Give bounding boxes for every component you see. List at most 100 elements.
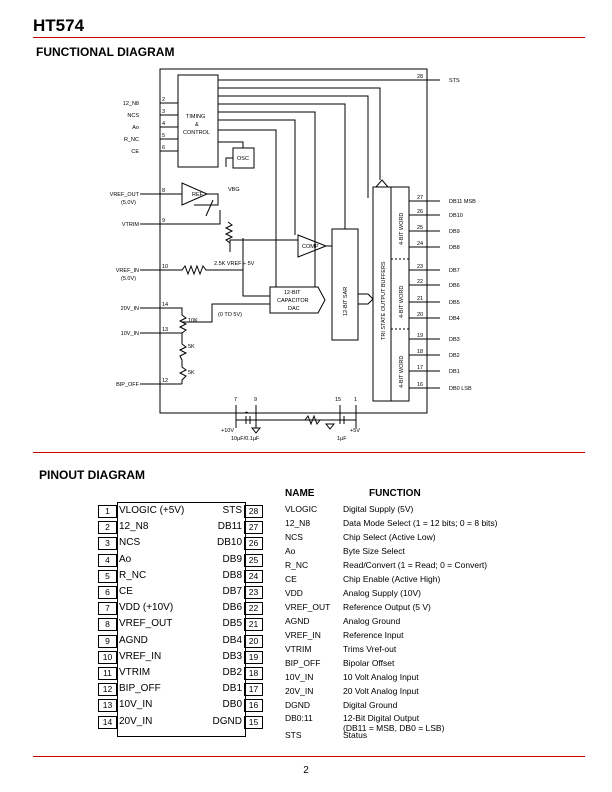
table-cell-function: Analog Supply (10V) <box>343 588 421 598</box>
pin-label-db1: DB1 <box>449 369 460 375</box>
pin-name-right: DB6 <box>222 602 242 614</box>
pin-num-7: 7 <box>234 397 237 403</box>
range-label: (0 TO 5V) <box>218 312 242 318</box>
table-cell-name: BIP_OFF <box>285 658 321 668</box>
pin-label-db2: DB2 <box>449 353 460 359</box>
timing-label-3: CONTROL <box>183 130 210 136</box>
chip-outline <box>159 68 428 414</box>
timing-control-block <box>177 74 219 168</box>
pin-name-right: DB0 <box>222 699 242 711</box>
label-plus-sign: + <box>245 410 248 416</box>
pin-label-db4: DB4 <box>449 316 460 322</box>
pin-num-22: 22 <box>417 279 423 285</box>
pin-label-db10: DB10 <box>449 213 463 219</box>
table-cell-name: AGND <box>285 616 310 626</box>
pin-label-ao: Ao <box>132 125 139 131</box>
pin-number-right: 18 <box>244 667 263 680</box>
table-cell-function: Digital Supply (5V) <box>343 504 413 514</box>
table-cell-name: STS <box>285 730 302 740</box>
pin-number-right: 15 <box>244 715 263 729</box>
table-cell-function: Data Mode Select (1 = 12 bits; 0 = 8 bit… <box>343 518 498 528</box>
table-cell-function: Read/Convert (1 = Read; 0 = Convert) <box>343 560 487 570</box>
pin-name-left: BIP_OFF <box>119 683 161 695</box>
label-cap2: 1µF <box>337 436 347 442</box>
word-label-3: 4-BIT WORD <box>399 356 405 388</box>
comp-label: COMP <box>302 244 319 250</box>
comparator <box>297 234 328 258</box>
pin-name-left: VLOGIC (+5V) <box>119 505 185 516</box>
timing-label-1: TIMING <box>186 114 205 120</box>
pin-num-1: 1 <box>354 397 357 403</box>
table-cell-function: Chip Enable (Active High) <box>343 574 440 584</box>
pin-number-right: 19 <box>244 650 263 664</box>
table-cell-function: Reference Input <box>343 630 403 640</box>
pin-name-left: 10V_IN <box>119 699 153 711</box>
vbg-label: VBG <box>228 187 240 193</box>
pin-label-bip-off: BIP_OFF <box>116 382 140 388</box>
table-cell-function: Analog Ground <box>343 616 400 626</box>
pin-name-left: R_NC <box>119 569 147 581</box>
pin-name-right: DB2 <box>222 667 242 678</box>
pin-label-ncs: NCS <box>127 113 139 119</box>
pin-label-db11: DB11 MSB <box>449 199 476 205</box>
pin-label-db5: DB5 <box>449 300 460 306</box>
osc-label: OSC <box>237 156 249 162</box>
table-cell-name: CE <box>285 574 297 584</box>
pin-label-db8: DB8 <box>449 245 460 251</box>
table-cell-function: 20 Volt Analog Input <box>343 686 419 696</box>
resistor-vref-label: 2.5K VREF ÷ 5V <box>214 261 255 267</box>
pin-label-vref-in: VREF_IN <box>116 268 139 274</box>
pin-number-right: 17 <box>244 683 263 697</box>
pin-name-right: DB11 <box>217 521 242 533</box>
pin-number-left: 9 <box>98 634 117 648</box>
pin-number-right: 16 <box>244 699 263 713</box>
function-text: Status <box>343 730 368 740</box>
document-title: HT574 <box>33 16 85 35</box>
table-cell-function: 12-Bit Digital Output(DB11 = MSB, DB0 = … <box>343 713 444 733</box>
pin-number-left: 13 <box>98 699 117 713</box>
pin-name-left: AGND <box>119 634 148 646</box>
pin-name-left: Ao <box>119 553 132 565</box>
pin-number-left: 1 <box>98 505 117 518</box>
pin-num-4: 4 <box>162 121 165 127</box>
table-cell-function: Trims Vref-out <box>343 644 396 654</box>
pin-number-right: 28 <box>244 505 263 518</box>
resistor-10k-label: 10K <box>188 318 198 324</box>
pin-num-19: 19 <box>417 333 423 339</box>
function-text: Byte Size Select <box>343 546 405 556</box>
pin-num-6: 6 <box>162 145 165 151</box>
label-cap1: 10µF/0.1µF <box>231 436 260 442</box>
pin-name-right: STS <box>222 505 242 516</box>
pin-label-db7: DB7 <box>449 268 460 274</box>
function-text: Read/Convert (1 = Read; 0 = Convert) <box>343 560 488 570</box>
pin-label-10v-in: 10V_IN <box>121 331 139 337</box>
pin-number-right: 26 <box>244 537 263 551</box>
pin-name-right: DB5 <box>222 618 242 630</box>
ic-package-outline <box>117 502 246 737</box>
pin-name-right: DB8 <box>222 569 242 581</box>
table-header-name: NAME <box>285 488 315 499</box>
pin-num-5: 5 <box>162 133 165 139</box>
pin-number-left: 3 <box>98 537 117 551</box>
pin-num-14: 14 <box>162 302 168 308</box>
pin-label-rnc: R_NC <box>124 137 139 143</box>
pin-name-right: DB1 <box>222 683 242 695</box>
pin-num-27: 27 <box>417 195 423 201</box>
resistor-5k-b-label: 5K <box>188 370 195 376</box>
cap-label-2: CAPACITOR <box>277 298 309 304</box>
pin-label-ce: CE <box>131 149 139 155</box>
function-text: Analog Ground <box>343 616 401 626</box>
function-text: Digital Supply (5V) <box>343 504 414 514</box>
table-cell-name: R_NC <box>285 560 309 570</box>
pin-num-12: 12 <box>162 378 168 384</box>
pin-number-right: 20 <box>244 634 263 648</box>
